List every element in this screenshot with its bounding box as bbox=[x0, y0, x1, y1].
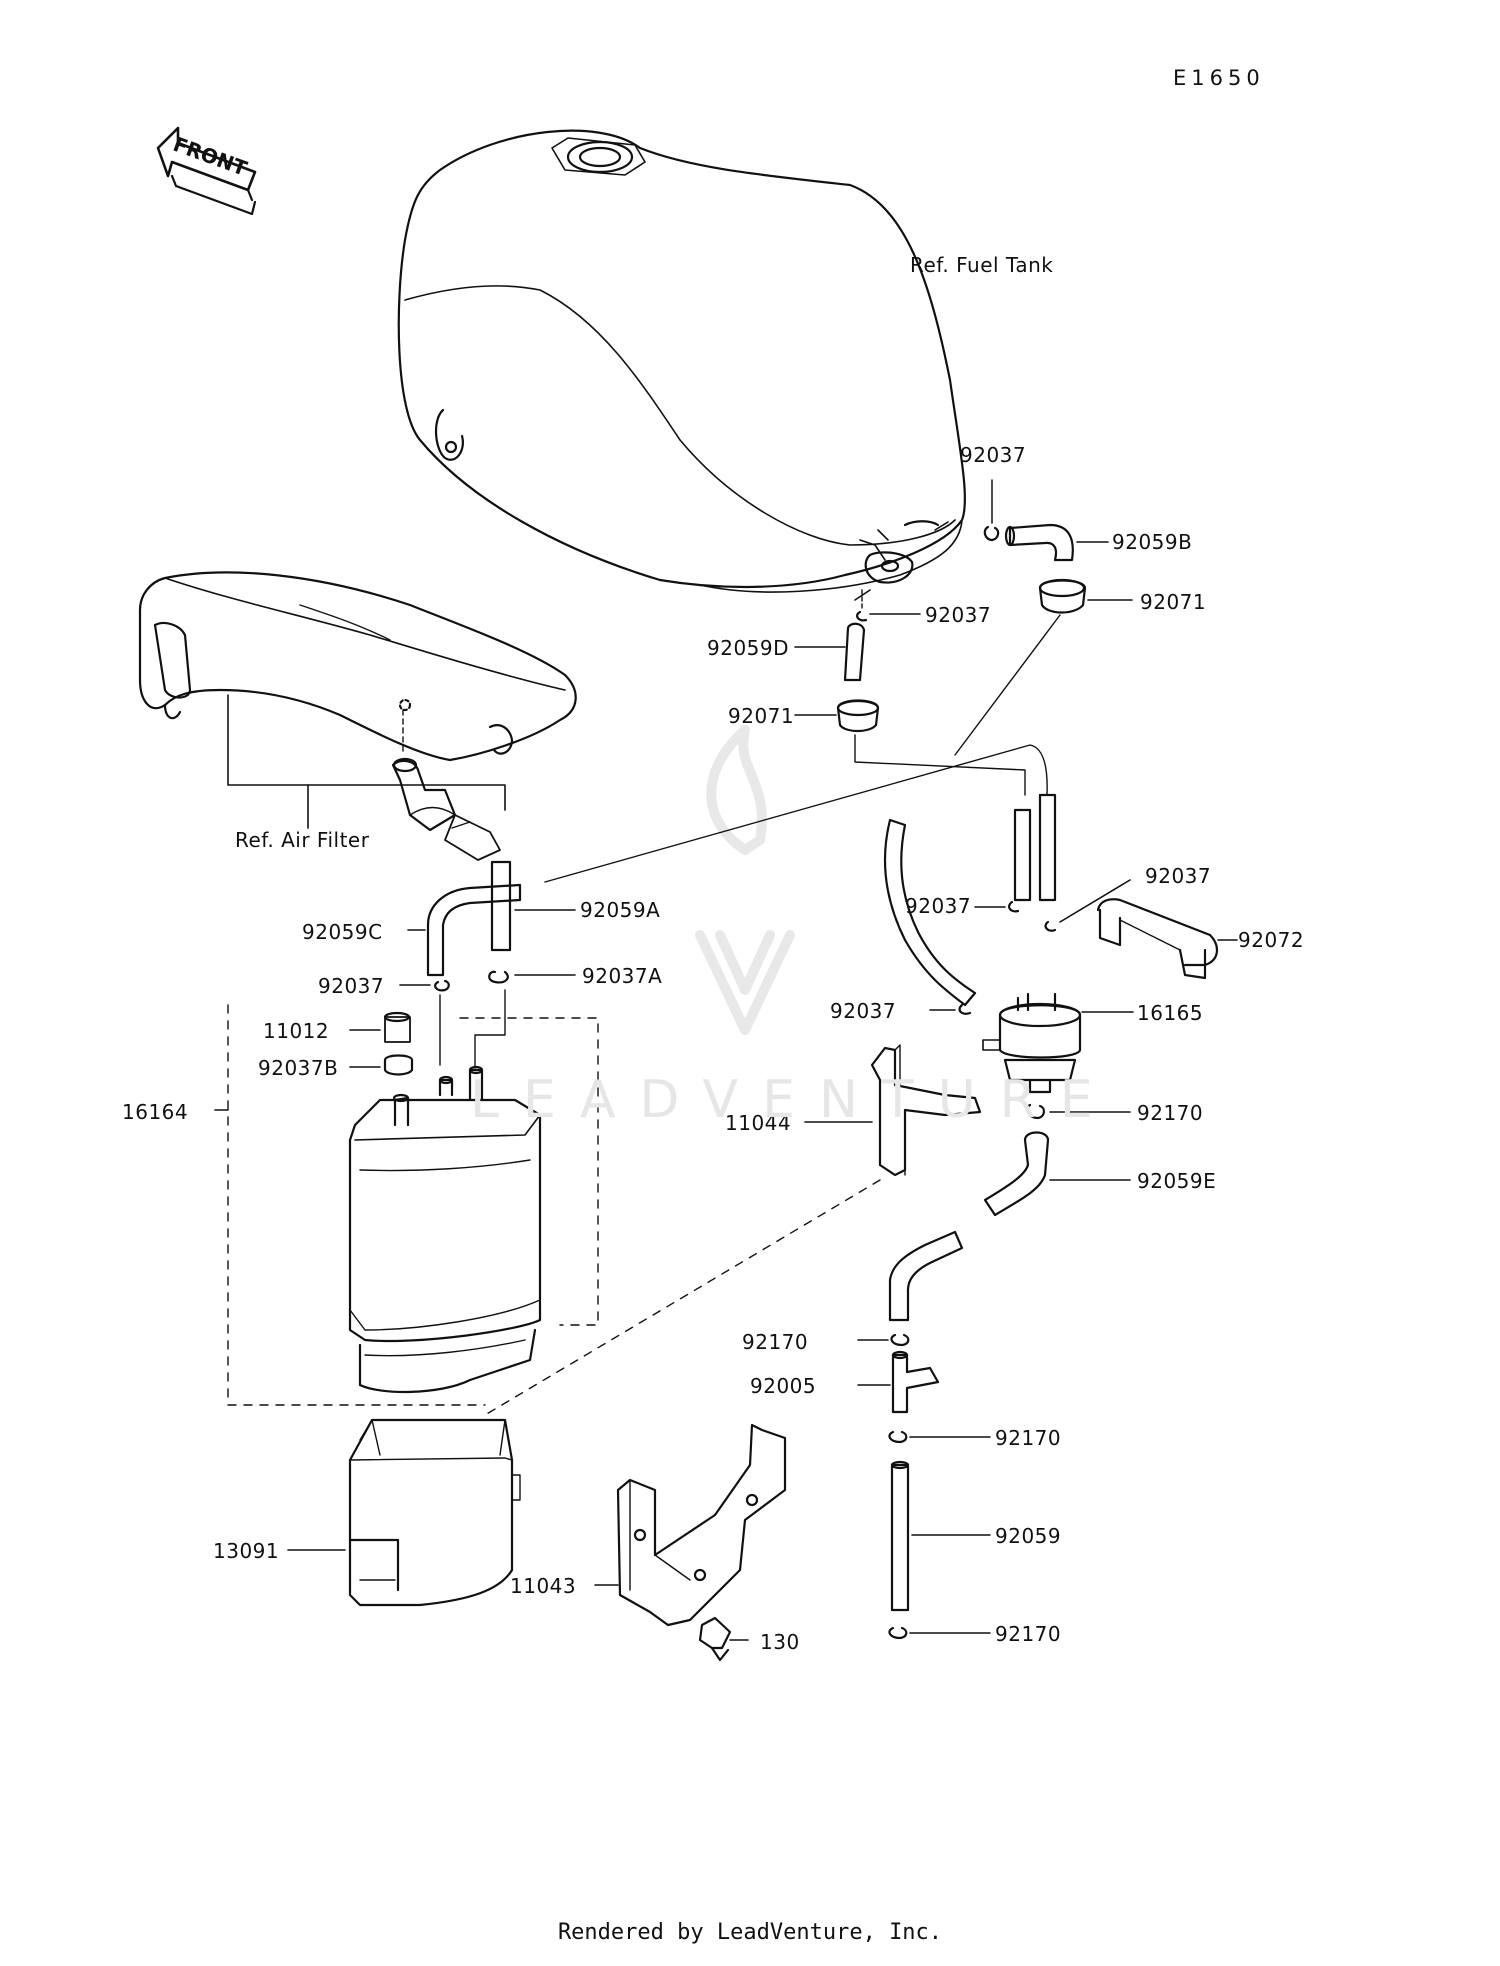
part-label-11043: 11043 bbox=[510, 1574, 577, 1598]
part-label-92072: 92072 bbox=[1238, 928, 1305, 952]
part-label-92037: 92037 bbox=[960, 443, 1027, 467]
watermark-text: LEADVENTURE bbox=[470, 1070, 1117, 1130]
part-label-11044: 11044 bbox=[725, 1111, 792, 1135]
part-label-92059B: 92059B bbox=[1112, 530, 1193, 554]
part-label-92037: 92037 bbox=[318, 974, 385, 998]
bracket-11043-drawing bbox=[594, 1423, 787, 1627]
part-label-92005: 92005 bbox=[750, 1374, 817, 1398]
part-label-92059A: 92059A bbox=[580, 898, 661, 922]
part-label-92059E: 92059E bbox=[1137, 1169, 1217, 1193]
part-label-92170: 92170 bbox=[742, 1330, 809, 1354]
part-label-92170: 92170 bbox=[995, 1426, 1062, 1450]
canister-drawing bbox=[214, 860, 599, 1406]
fuel-filter-drawing bbox=[982, 992, 1134, 1094]
front-arrow-text: FRONT bbox=[170, 132, 250, 181]
part-label-92059: 92059 bbox=[995, 1524, 1062, 1548]
part-label-92037: 92037 bbox=[905, 894, 972, 918]
part-label-92037: 92037 bbox=[830, 999, 897, 1023]
fuel-tank-drawing bbox=[397, 129, 967, 601]
cover-13091-drawing bbox=[287, 1418, 521, 1607]
front-arrow: FRONT bbox=[156, 126, 257, 216]
part-label-130: 130 bbox=[760, 1630, 800, 1654]
part-label-92059D: 92059D bbox=[707, 636, 790, 660]
watermark-logo bbox=[695, 725, 795, 1035]
part-label-16164: 16164 bbox=[122, 1100, 189, 1124]
clamp-92072-drawing bbox=[1096, 898, 1238, 980]
part-label-92059C: 92059C bbox=[302, 920, 383, 944]
ref-air-filter-label: Ref. Air Filter bbox=[235, 828, 370, 852]
part-label-92037: 92037 bbox=[925, 603, 992, 627]
part-label-92037: 92037 bbox=[1145, 864, 1212, 888]
part-label-11012: 11012 bbox=[263, 1019, 330, 1043]
part-label-13091: 13091 bbox=[213, 1539, 280, 1563]
part-label-92170: 92170 bbox=[995, 1622, 1062, 1646]
ref-fuel-tank-label: Ref. Fuel Tank bbox=[910, 253, 1054, 277]
bolt-130-drawing bbox=[698, 1616, 749, 1662]
part-label-92071: 92071 bbox=[728, 704, 795, 728]
part-label-92037A: 92037A bbox=[582, 964, 663, 988]
air-filter-drawing bbox=[138, 571, 577, 861]
part-label-92170: 92170 bbox=[1137, 1101, 1204, 1125]
part-label-16165: 16165 bbox=[1137, 1001, 1204, 1025]
part-label-92071: 92071 bbox=[1140, 590, 1207, 614]
diagram-code: E1650 bbox=[1173, 66, 1265, 90]
part-label-92037B: 92037B bbox=[258, 1056, 339, 1080]
hoses-upper bbox=[544, 479, 1133, 1015]
footer-credit: Rendered by LeadVenture, Inc. bbox=[557, 1920, 943, 1945]
holder-11044-drawing bbox=[484, 1044, 982, 1416]
hoses-lower bbox=[857, 1103, 1131, 1640]
